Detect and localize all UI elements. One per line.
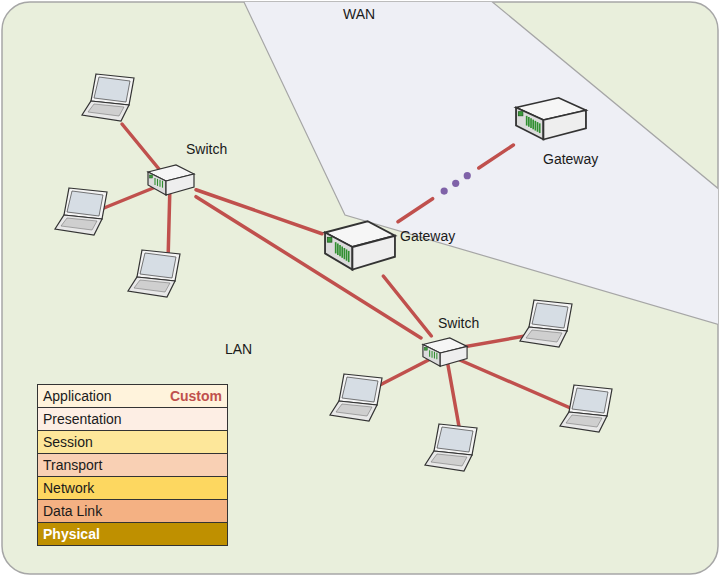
gateway-device: Gateway [513, 95, 589, 145]
layer-name: Physical [43, 526, 100, 542]
layer-name: Application [43, 388, 112, 404]
region-label: WAN [343, 6, 375, 22]
switch-device: Switch [421, 336, 469, 370]
osi-layer-band: Transport [37, 453, 228, 477]
osi-layer-band: Session [37, 430, 228, 454]
switch-icon [146, 163, 196, 199]
continuation-dot [441, 187, 448, 194]
layer-name: Network [43, 480, 94, 496]
continuation-dot [452, 180, 459, 187]
layer-tag: Custom [170, 388, 222, 404]
gateway-device: Gateway [322, 218, 398, 276]
osi-layer-band: Network [37, 476, 228, 500]
osi-layer-band: Physical [37, 522, 228, 546]
continuation-dot [464, 172, 471, 179]
device-label: Switch [438, 315, 479, 331]
device-label: Switch [186, 141, 227, 157]
device-label: Gateway [543, 151, 598, 167]
osi-layer-band: Presentation [37, 407, 228, 431]
switch-device: Switch [146, 163, 196, 199]
osi-layer-band: Application Custom [37, 384, 228, 408]
gateway-icon [322, 218, 398, 276]
switch-icon [421, 336, 469, 370]
network-link [196, 197, 421, 338]
layer-name: Data Link [43, 503, 102, 519]
wan-region [243, 2, 718, 325]
layer-name: Transport [43, 457, 102, 473]
gateway-icon [513, 95, 589, 145]
layer-name: Presentation [43, 411, 122, 427]
network-link [196, 190, 322, 234]
network-link [383, 276, 431, 336]
network-link [398, 145, 513, 222]
osi-layer-band: Data Link [37, 499, 228, 523]
layer-name: Session [43, 434, 93, 450]
device-label: Gateway [400, 228, 455, 244]
region-label: LAN [225, 341, 252, 357]
